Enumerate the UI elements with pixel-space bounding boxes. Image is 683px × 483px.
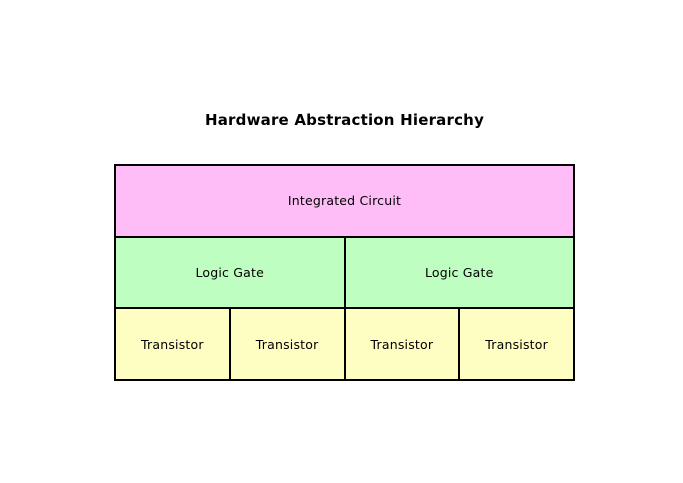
logic-gate-cell: Logic Gate [116,237,344,308]
level-row-transistor: Transistor Transistor Transistor Transis… [116,307,573,380]
level-row-integrated-circuit: Integrated Circuit [116,166,573,236]
transistor-cell: Transistor [116,309,229,380]
integrated-circuit-cell: Integrated Circuit [116,166,573,236]
logic-gate-cell: Logic Gate [343,237,573,308]
transistor-cell: Transistor [458,309,573,380]
diagram-title: Hardware Abstraction Hierarchy [204,111,485,129]
hierarchy-diagram: Integrated Circuit Logic Gate Logic Gate… [114,164,575,381]
transistor-cell: Transistor [343,309,459,380]
transistor-cell: Transistor [228,309,344,380]
level-row-logic-gate: Logic Gate Logic Gate [116,235,573,308]
